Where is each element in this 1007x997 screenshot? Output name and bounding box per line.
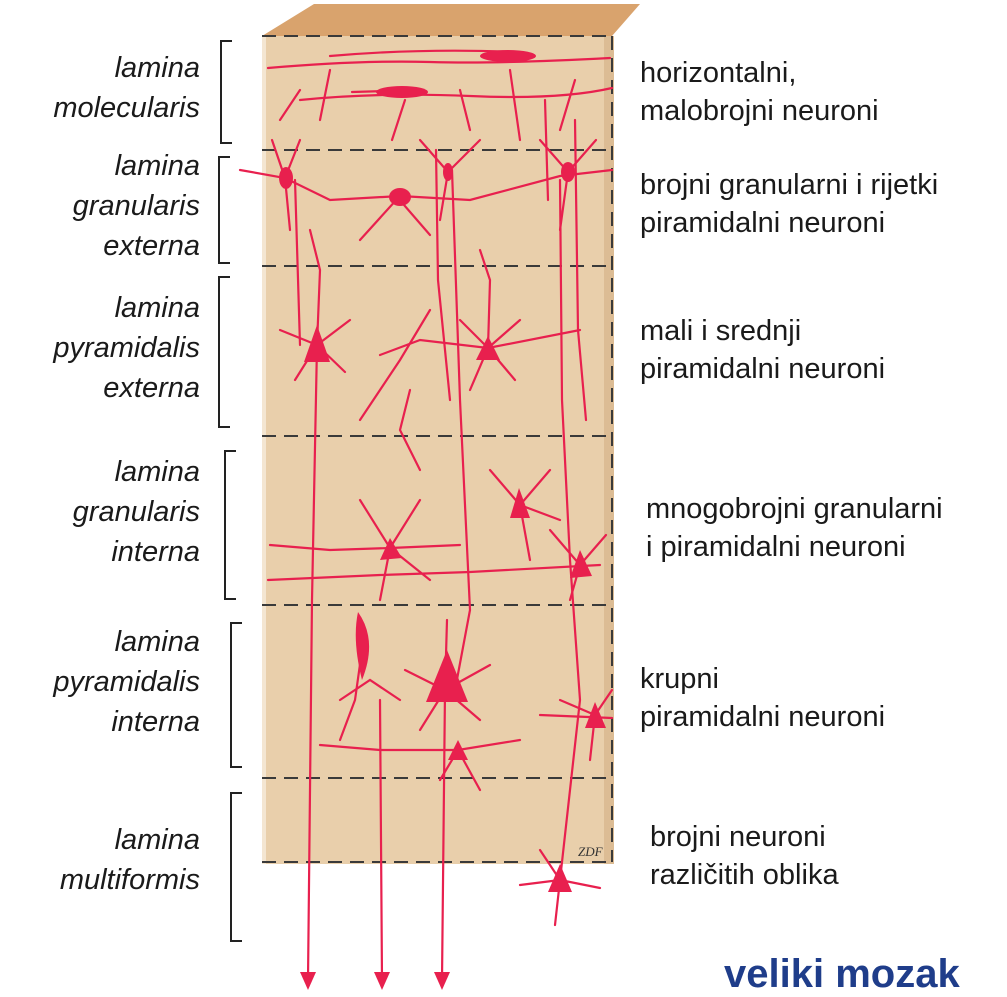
tissue-left-edge: [262, 36, 266, 864]
neuron-soma: [443, 163, 453, 181]
neuron-soma: [389, 188, 411, 206]
latin-line: pyramidalis: [53, 328, 200, 368]
description-pyramidalis-externa: mali i srednji piramidalni neuroni: [640, 312, 885, 388]
latin-line: pyramidalis: [53, 662, 200, 702]
latin-line: externa: [73, 226, 200, 266]
latin-line: lamina: [53, 622, 200, 662]
tissue-top-face: [262, 4, 640, 36]
latin-line: multiformis: [60, 860, 200, 900]
description-line: piramidalni neuroni: [640, 204, 938, 242]
latin-label-pyramidalis-externa: lamina pyramidalis externa: [53, 288, 200, 408]
latin-label-granularis-interna: lamina granularis interna: [73, 452, 200, 572]
description-line: malobrojni neuroni: [640, 92, 879, 130]
latin-line: lamina: [53, 288, 200, 328]
latin-line: interna: [53, 702, 200, 742]
bracket-multiformis: [230, 792, 242, 942]
bracket-granularis-externa: [218, 156, 230, 264]
description-line: brojni granularni i rijetki: [640, 166, 938, 204]
latin-line: interna: [73, 532, 200, 572]
footer-title: veliki mozak: [724, 952, 960, 997]
latin-line: lamina: [73, 146, 200, 186]
description-granularis-interna: mnogobrojni granularni i piramidalni neu…: [646, 490, 943, 566]
neuron-soma: [279, 167, 293, 189]
latin-line: granularis: [73, 492, 200, 532]
latin-label-molecularis: lamina molecularis: [53, 48, 200, 128]
description-pyramidalis-interna: krupni piramidalni neuroni: [640, 660, 885, 736]
arrow-head: [374, 972, 390, 990]
latin-line: externa: [53, 368, 200, 408]
artist-signature: ZDF: [578, 844, 604, 859]
arrow-head: [434, 972, 450, 990]
latin-line: granularis: [73, 186, 200, 226]
latin-line: molecularis: [53, 88, 200, 128]
description-granularis-externa: brojni granularni i rijetki piramidalni …: [640, 166, 938, 242]
bracket-molecularis: [220, 40, 232, 144]
description-line: i piramidalni neuroni: [646, 528, 943, 566]
latin-line: lamina: [60, 820, 200, 860]
latin-label-pyramidalis-interna: lamina pyramidalis interna: [53, 622, 200, 742]
latin-line: lamina: [53, 48, 200, 88]
axon-arrows: [300, 972, 450, 990]
tissue-side-edge: [604, 36, 614, 864]
description-line: mali i srednji: [640, 312, 885, 350]
description-line: različitih oblika: [650, 856, 839, 894]
bracket-pyramidalis-interna: [230, 622, 242, 768]
neuron-soma: [480, 50, 536, 62]
neuron-soma: [376, 86, 428, 98]
neuron-soma: [561, 162, 575, 182]
description-molecularis: horizontalni, malobrojni neuroni: [640, 54, 879, 130]
arrow-head: [300, 972, 316, 990]
bracket-granularis-interna: [224, 450, 236, 600]
latin-label-granularis-externa: lamina granularis externa: [73, 146, 200, 266]
description-line: krupni: [640, 660, 885, 698]
latin-label-multiformis: lamina multiformis: [60, 820, 200, 900]
latin-line: lamina: [73, 452, 200, 492]
description-line: piramidalni neuroni: [640, 350, 885, 388]
description-line: brojni neuroni: [650, 818, 839, 856]
description-line: piramidalni neuroni: [640, 698, 885, 736]
description-multiformis: brojni neuroni različitih oblika: [650, 818, 839, 894]
bracket-pyramidalis-externa: [218, 276, 230, 428]
description-line: horizontalni,: [640, 54, 879, 92]
description-line: mnogobrojni granularni: [646, 490, 943, 528]
